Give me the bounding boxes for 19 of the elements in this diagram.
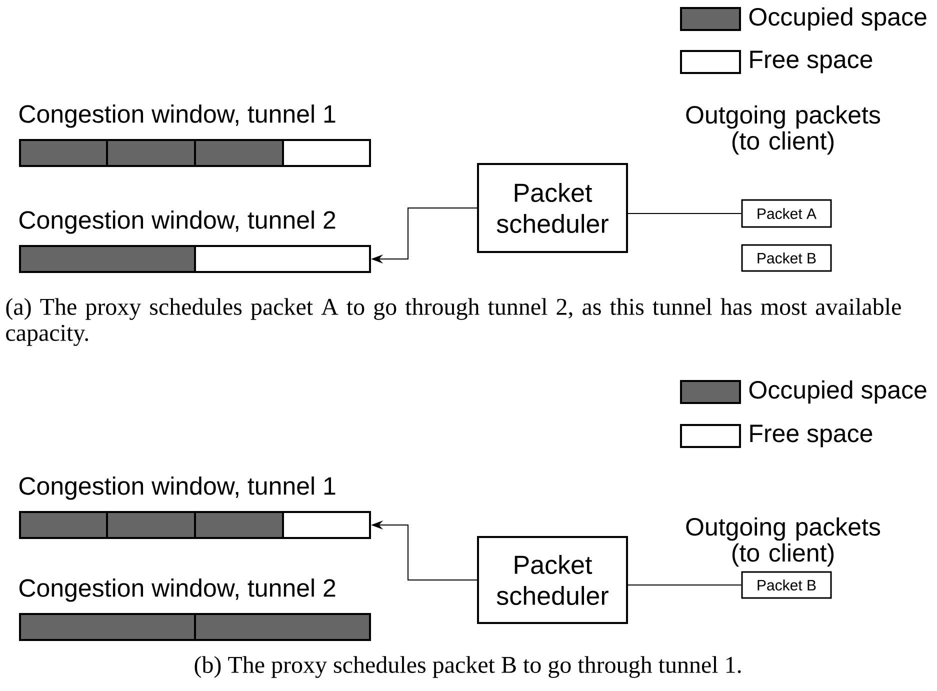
window-heading: Congestion window, tunnel 2 [19,210,336,234]
packet-box: Packet A [741,199,832,228]
legend-label: Free space [750,50,872,74]
window-heading: Congestion window, tunnel 1 [19,476,336,500]
scheduler-box: Packet scheduler [477,536,628,624]
connector-line [628,213,742,214]
packet-box: Packet B [741,571,832,599]
legend-label: Occupied space [749,380,926,404]
legend-label: Occupied space [749,7,926,31]
window-heading: Congestion window, tunnel 2 [19,578,336,602]
scheduler-box: Packet scheduler [477,163,628,253]
caption: (a) The proxy schedules packet A to go through tunnel 2, as this tunnel has most available capacity. [6,298,901,346]
output-heading: Outgoing packets (to client) [686,517,880,567]
legend-label: Free space [750,424,872,448]
window-heading: Congestion window, tunnel 1 [19,104,336,128]
connector-line [628,584,742,586]
output-heading: Outgoing packets (to client) [686,105,880,155]
caption: (b) The proxy schedules packet B to go through tunnel 1. [194,656,741,678]
packet-box: Packet B [741,244,832,272]
